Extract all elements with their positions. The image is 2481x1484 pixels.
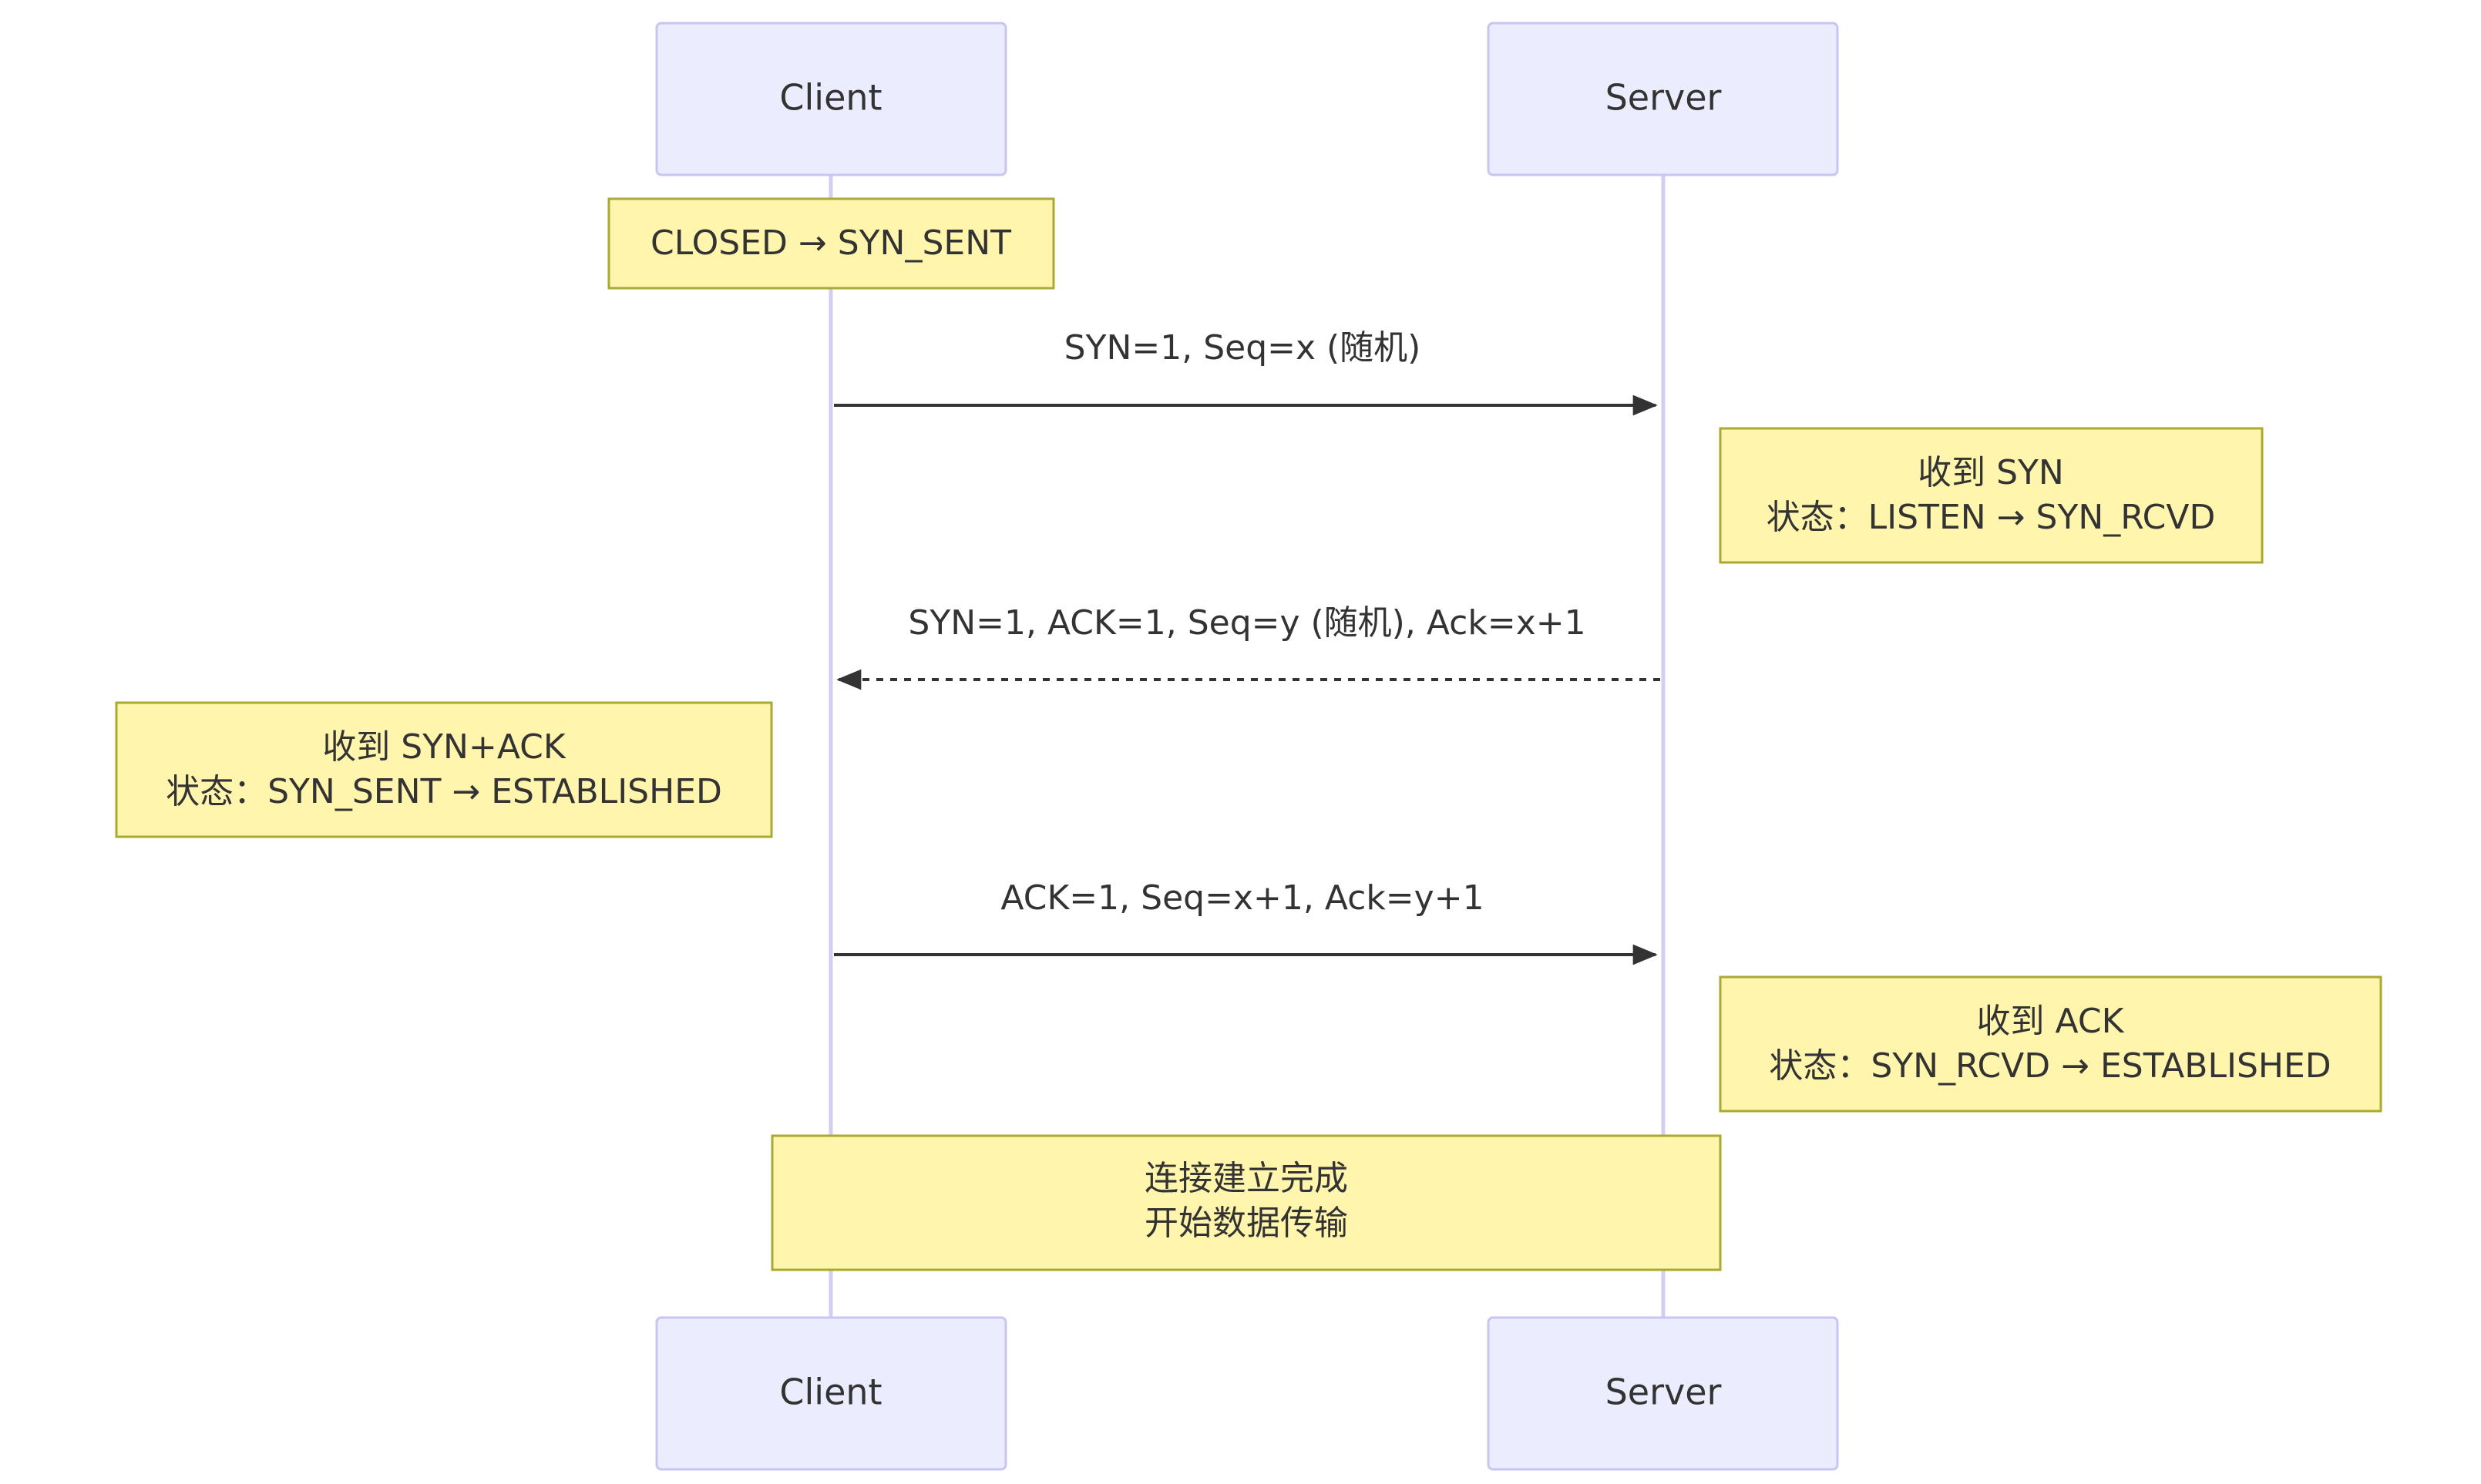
note-client-initial-state-text: CLOSED → SYN_SENT (651, 223, 1011, 263)
message-syn-ack: SYN=1, ACK=1, Seq=y (随机), Ack=x+1 (836, 603, 1660, 690)
server-actor-bottom-label: Server (1605, 1372, 1722, 1413)
note-server-received-ack-line2: 状态：SYN_RCVD → ESTABLISHED (1769, 1046, 2331, 1086)
note-connection-complete-line1: 连接建立完成 (1145, 1159, 1348, 1198)
client-actor-top: Client (655, 22, 1007, 176)
note-client-received-synack-line1: 收到 SYN+ACK (322, 727, 566, 767)
note-server-received-syn-line1: 收到 SYN (1918, 453, 2064, 492)
note-server-received-syn: 收到 SYN 状态：LISTEN → SYN_RCVD (1719, 427, 2264, 564)
message-ack-label: ACK=1, Seq=x+1, Ack=y+1 (1000, 878, 1484, 918)
note-server-received-syn-line2: 状态：LISTEN → SYN_RCVD (1767, 498, 2216, 537)
note-connection-complete: 连接建立完成 开始数据传输 (771, 1134, 1722, 1271)
note-connection-complete-line2: 开始数据传输 (1145, 1204, 1348, 1243)
note-client-initial-state: CLOSED → SYN_SENT (607, 197, 1055, 290)
client-actor-bottom-label: Client (779, 1372, 882, 1413)
server-actor-bottom: Server (1487, 1316, 1839, 1471)
message-syn-label: SYN=1, Seq=x (随机) (1064, 328, 1421, 368)
message-syn: SYN=1, Seq=x (随机) (834, 328, 1658, 416)
server-actor-top: Server (1487, 22, 1839, 176)
note-client-received-synack-line2: 状态：SYN_SENT → ESTABLISHED (166, 772, 722, 811)
message-syn-ack-label: SYN=1, ACK=1, Seq=y (随机), Ack=x+1 (908, 603, 1585, 643)
note-client-received-synack: 收到 SYN+ACK 状态：SYN_SENT → ESTABLISHED (115, 701, 773, 838)
client-actor-bottom: Client (655, 1316, 1007, 1471)
message-ack: ACK=1, Seq=x+1, Ack=y+1 (834, 878, 1658, 965)
note-server-received-ack-line1: 收到 ACK (1977, 1002, 2125, 1041)
server-actor-top-label: Server (1605, 77, 1722, 119)
client-actor-top-label: Client (779, 77, 882, 119)
note-server-received-ack: 收到 ACK 状态：SYN_RCVD → ESTABLISHED (1719, 975, 2382, 1113)
